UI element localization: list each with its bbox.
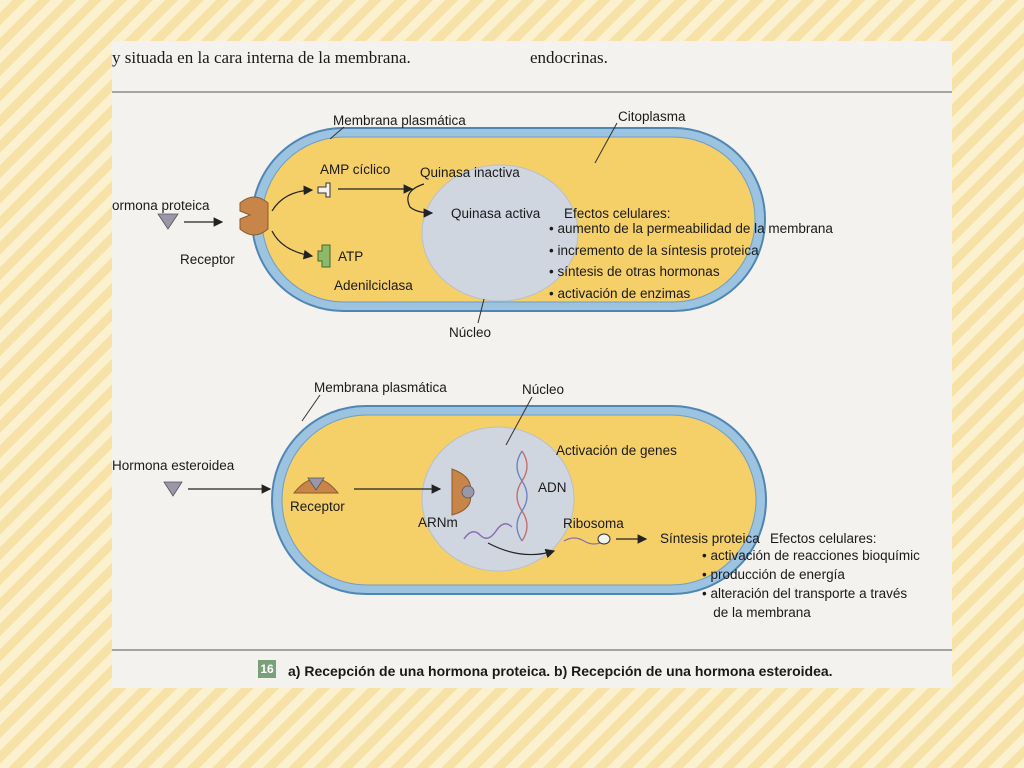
receptor-to-camp-arrow (271, 185, 314, 212)
effects-b-item-continued: de la membrana (713, 605, 811, 620)
dna-strand-1 (516, 450, 528, 542)
mrna-label: ARNm (418, 515, 458, 530)
nucleus-b-leader (505, 396, 533, 446)
membrane-a-leader (329, 126, 345, 140)
figure-caption: a) Recepción de una hormona proteica. b)… (288, 663, 833, 679)
nucleus-a-label: Núcleo (449, 325, 492, 340)
protein-synthesis-label: Síntesis proteica (660, 531, 760, 546)
atp-symbol (317, 244, 331, 268)
effects-a-title: Efectos celulares: (564, 206, 671, 221)
hormone-b-shape (163, 481, 183, 497)
hormone-a-label: ormona proteica (112, 198, 210, 213)
membrane-b-leader (301, 394, 321, 422)
cell-b (271, 405, 767, 595)
textbook-page-scan: y situada en la cara interna de la membr… (112, 41, 952, 688)
hormone-b-label: Hormona esteroidea (112, 458, 235, 473)
header-left-text: y situada en la cara interna de la membr… (112, 48, 411, 67)
kinase-inactive-label: Quinasa inactiva (420, 165, 520, 180)
kinase-activation-arrow (407, 183, 434, 218)
ribosome-mrna (563, 537, 605, 545)
camp-label: AMP cíclico (320, 162, 391, 177)
effects-b-item: activación de reacciones bioquímic (702, 546, 919, 565)
camp-symbol (317, 182, 331, 198)
effects-a-item: incremento de la síntesis proteica (549, 240, 833, 262)
gene-activation-label: Activación de genes (556, 443, 677, 458)
effects-b-item: alteración del transporte a través (702, 584, 920, 603)
kinase-active-label: Quinasa activa (451, 206, 541, 221)
nuclear-receptor-hormone (461, 485, 475, 499)
cytoplasm-a-leader (594, 122, 618, 164)
dna-strand-2 (516, 450, 528, 542)
adenylate-cyclase-label: Adenilciclasa (334, 278, 413, 293)
effects-a-item: aumento de la permeabilidad de la membra… (549, 218, 832, 240)
dna-label: ADN (538, 480, 567, 495)
effects-a-item: activación de enzimas (549, 283, 833, 305)
diagram-graphics (112, 91, 952, 651)
effects-a-list: aumento de la permeabilidad de la membra… (549, 218, 833, 305)
header-right-text: endocrinas. (530, 48, 608, 67)
nucleus-a-leader (477, 298, 485, 324)
receptor-b-hormone (307, 477, 325, 491)
mrna-to-ribosome-arrow (487, 542, 556, 559)
effects-a-item: síntesis de otras hormonas (549, 261, 833, 283)
effects-b-list: activación de reacciones bioquímic produ… (702, 546, 920, 622)
effects-b-title: Efectos celulares: (770, 531, 877, 546)
mrna-strand (463, 523, 513, 540)
membrane-b-label: Membrana plasmática (314, 380, 447, 395)
figure-number-badge: 16 (258, 660, 276, 678)
ribosome-label: Ribosoma (563, 516, 624, 531)
effects-b-item: producción de energía (702, 565, 920, 584)
nucleus-b-label: Núcleo (522, 382, 565, 397)
hormone-a-shape (157, 213, 179, 230)
receptor-b-label: Receptor (290, 499, 345, 514)
cytoplasm-a-label: Citoplasma (618, 109, 686, 124)
ribosome-shape (597, 533, 611, 545)
receptor-a-label: Receptor (180, 252, 235, 267)
cell-b-nucleus (421, 426, 575, 572)
atp-label: ATP (338, 249, 364, 264)
membrane-a-label: Membrana plasmática (333, 113, 466, 128)
receptor-a-shape (239, 196, 269, 236)
receptor-to-atp-arrow (271, 230, 314, 260)
